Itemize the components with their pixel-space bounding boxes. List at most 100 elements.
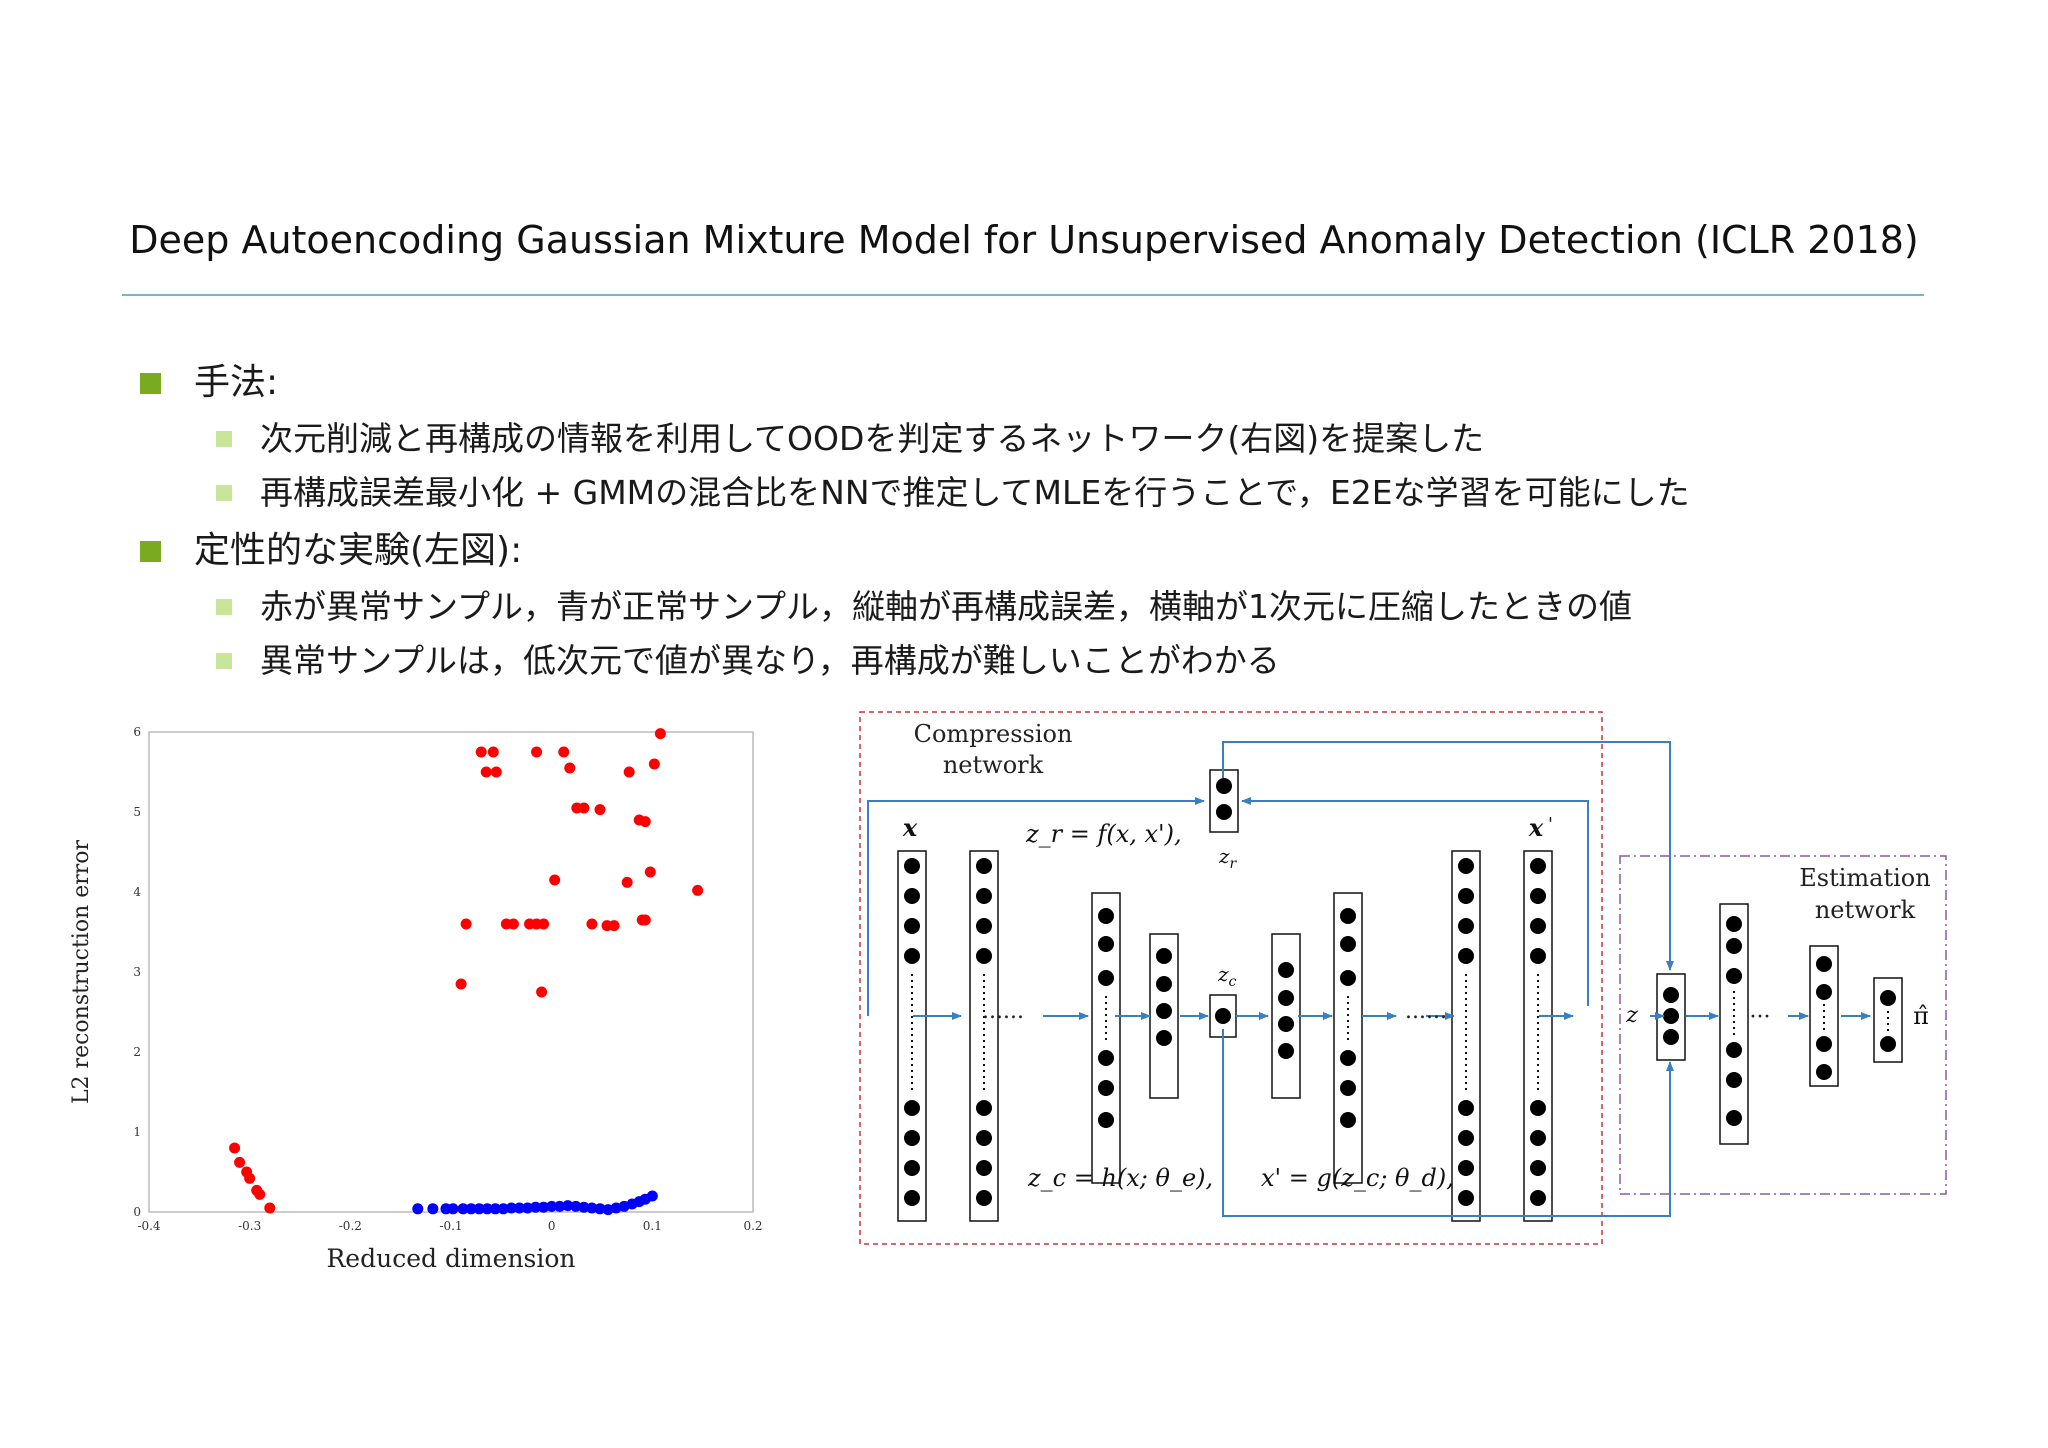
neuron-node (1530, 1100, 1546, 1116)
bullet-item: 赤が異常サンプル，青が正常サンプル，縦軸が再構成誤差，横軸が1次元に圧縮したとき… (140, 580, 1940, 634)
neuron-node (1156, 948, 1172, 964)
neuron-node (976, 858, 992, 874)
network-layer (1271, 933, 1301, 1099)
data-point (562, 1200, 574, 1212)
zc-subscript: c (1229, 974, 1237, 990)
bullet-item-text: 再構成誤差最小化 + GMMの混合比をNNで推定してMLEを行うことで，E2Eな… (260, 473, 1690, 512)
data-point (530, 1201, 542, 1213)
data-point (608, 920, 620, 932)
arrow-group (867, 741, 1871, 1217)
z-variable-label: z (1625, 1003, 1638, 1028)
data-point (465, 1203, 477, 1215)
neuron-node (1880, 1036, 1896, 1052)
neuron-node (1216, 804, 1232, 820)
neuron-node (976, 1190, 992, 1206)
neuron-node (1663, 1029, 1679, 1045)
data-point (244, 1172, 256, 1184)
data-point (623, 766, 635, 778)
data-point (473, 1203, 485, 1215)
zr-variable-label: zr (1218, 844, 1238, 872)
neuron-node (1530, 918, 1546, 934)
data-point (639, 914, 651, 926)
bullet-square-icon (216, 653, 232, 669)
neuron-node (1663, 1008, 1679, 1024)
neuron-node (904, 1130, 920, 1146)
data-point (513, 1202, 525, 1214)
neuron-node (1278, 990, 1294, 1006)
neuron-node (1156, 976, 1172, 992)
estimation-network-label: Estimation (1799, 864, 1930, 892)
compression-network-label: Compression (914, 720, 1073, 748)
bullet-item-text: 異常サンプルは，低次元で値が異なり，再構成が難しいことがわかる (260, 641, 1280, 680)
neuron-node (904, 1190, 920, 1206)
bullet-square-icon (140, 373, 161, 394)
bullet-square-icon (140, 541, 161, 562)
data-point (546, 1200, 558, 1212)
data-point (594, 804, 606, 816)
neuron-node (1458, 1160, 1474, 1176)
neuron-node (904, 1100, 920, 1116)
y-tick-label: 6 (133, 725, 141, 739)
arrow (867, 797, 1205, 1016)
neuron-node (1726, 938, 1742, 954)
zr-subscript: r (1230, 856, 1238, 872)
y-tick-label: 4 (133, 885, 141, 899)
neuron-node (1816, 984, 1832, 1000)
neuron-node (976, 1160, 992, 1176)
equation-zr: z_r = f(x, x'), (1025, 820, 1182, 848)
data-point (586, 1202, 598, 1214)
data-point (578, 802, 590, 814)
compression-network-label-2: network (943, 751, 1044, 779)
xprime-tick: ' (1548, 814, 1553, 835)
data-point (648, 758, 660, 770)
neuron-node (1458, 1130, 1474, 1146)
y-tick-label: 2 (133, 1045, 141, 1059)
estimation-network-label-2: network (1815, 896, 1916, 924)
data-point (481, 1203, 493, 1215)
neuron-node (1098, 970, 1114, 986)
data-point (254, 1188, 266, 1200)
neuron-node (976, 948, 992, 964)
data-point (578, 1201, 590, 1213)
bullet-item-text: 赤が異常サンプル，青が正常サンプル，縦軸が再構成誤差，横軸が1次元に圧縮したとき… (260, 587, 1633, 626)
bullet-item: 次元削減と再構成の情報を利用してOODを判定するネットワーク(右図)を提案した (140, 412, 1940, 466)
neuron-node (1215, 1008, 1231, 1024)
y-tick-label: 0 (133, 1205, 141, 1219)
neuron-node (1530, 1130, 1546, 1146)
section-heading-text: 手法: (194, 362, 279, 403)
ellipsis-label: ...... (1405, 999, 1447, 1024)
data-point (594, 1203, 606, 1215)
neuron-node (1098, 1080, 1114, 1096)
data-point (234, 1156, 246, 1168)
data-point (457, 1203, 469, 1215)
data-point (480, 766, 492, 778)
y-axis-label: L2 reconstruction error (69, 839, 94, 1104)
data-point (654, 728, 666, 740)
neuron-node (1098, 1112, 1114, 1128)
data-point (586, 918, 598, 930)
neuron-node (1530, 948, 1546, 964)
dagmm-diagram: Compression network Estimation network (858, 706, 1958, 1254)
title-divider (122, 294, 1924, 296)
neuron-node (1458, 948, 1474, 964)
equation-xprime: x' = g(z_c; θ_d), (1261, 1164, 1454, 1192)
plot-frame (148, 731, 754, 1213)
arrow (1241, 797, 1589, 1006)
neuron-node (1340, 1050, 1356, 1066)
data-point (549, 874, 561, 886)
x-tick-label: -0.2 (339, 1219, 362, 1233)
neuron-node (904, 888, 920, 904)
zc-symbol: z (1217, 962, 1229, 986)
y-tick-label: 1 (133, 1125, 141, 1139)
equation-zc: z_c = h(x; θ_e), (1027, 1164, 1213, 1192)
data-point (489, 1203, 501, 1215)
neuron-node (1098, 936, 1114, 952)
neuron-node (1340, 936, 1356, 952)
neuron-node (1663, 987, 1679, 1003)
neuron-node (1216, 778, 1232, 794)
data-point (412, 1203, 424, 1215)
data-point (646, 1190, 658, 1202)
x-axis-label: Reduced dimension (326, 1244, 575, 1273)
